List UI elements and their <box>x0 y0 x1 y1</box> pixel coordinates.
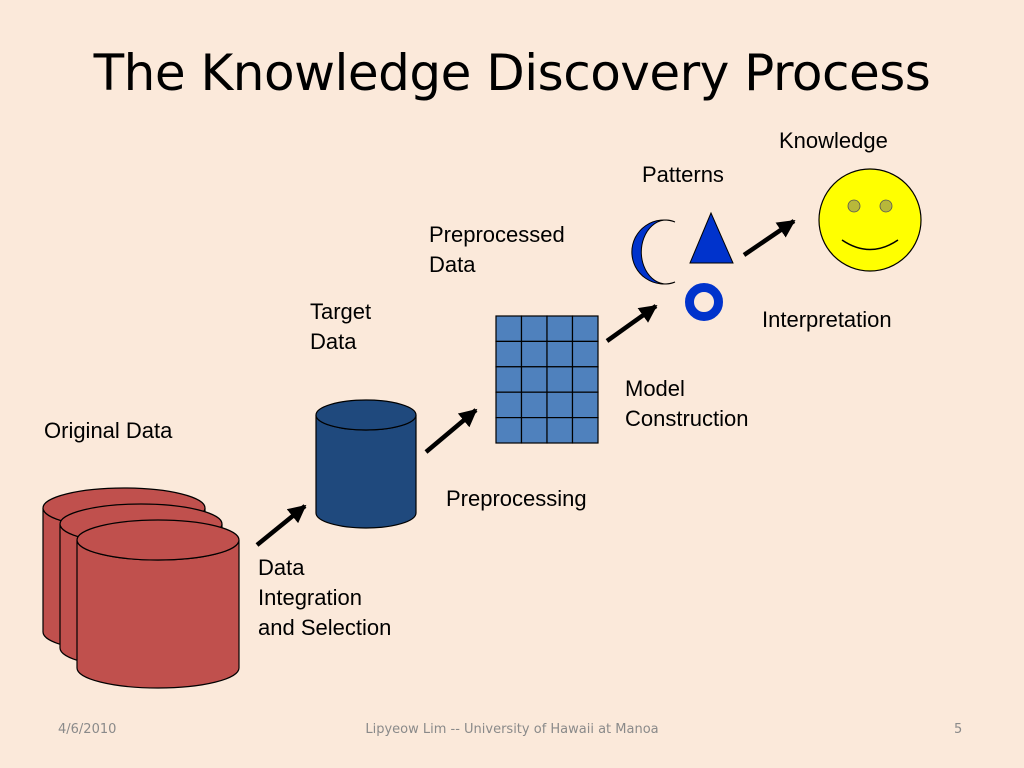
ring-icon <box>685 283 723 321</box>
slide-title: The Knowledge Discovery Process <box>93 44 931 102</box>
footer-author: Lipyeow Lim -- University of Hawaii at M… <box>365 722 659 737</box>
label-patterns: Patterns <box>642 162 724 187</box>
arrow-preprocessing <box>424 408 478 454</box>
target-data-cylinder <box>315 399 417 529</box>
label-preprocessed-data: Preprocessed Data <box>429 222 565 277</box>
smiley-face-icon <box>818 168 922 272</box>
original-data-cylinder-front <box>76 519 240 689</box>
footer-date: 4/6/2010 <box>58 722 117 737</box>
footer-page-number: 5 <box>954 722 963 737</box>
arrow-interpretation <box>742 219 796 257</box>
label-original-data: Original Data <box>44 418 173 443</box>
patterns-shapes <box>631 211 734 321</box>
label-data-integration: Data Integration and Selection <box>258 555 392 640</box>
arrow-model-construction <box>605 304 658 343</box>
label-model-construction: Model Construction <box>625 376 749 431</box>
label-knowledge: Knowledge <box>779 128 888 153</box>
label-preprocessing: Preprocessing <box>446 486 587 511</box>
crescent-moon-icon <box>631 219 676 285</box>
label-interpretation: Interpretation <box>762 307 892 332</box>
triangle-icon <box>689 211 734 264</box>
arrow-integration <box>255 504 307 547</box>
label-target-data: Target Data <box>310 299 372 354</box>
preprocessed-data-grid <box>495 315 599 444</box>
original-data-cylinders <box>42 487 240 689</box>
